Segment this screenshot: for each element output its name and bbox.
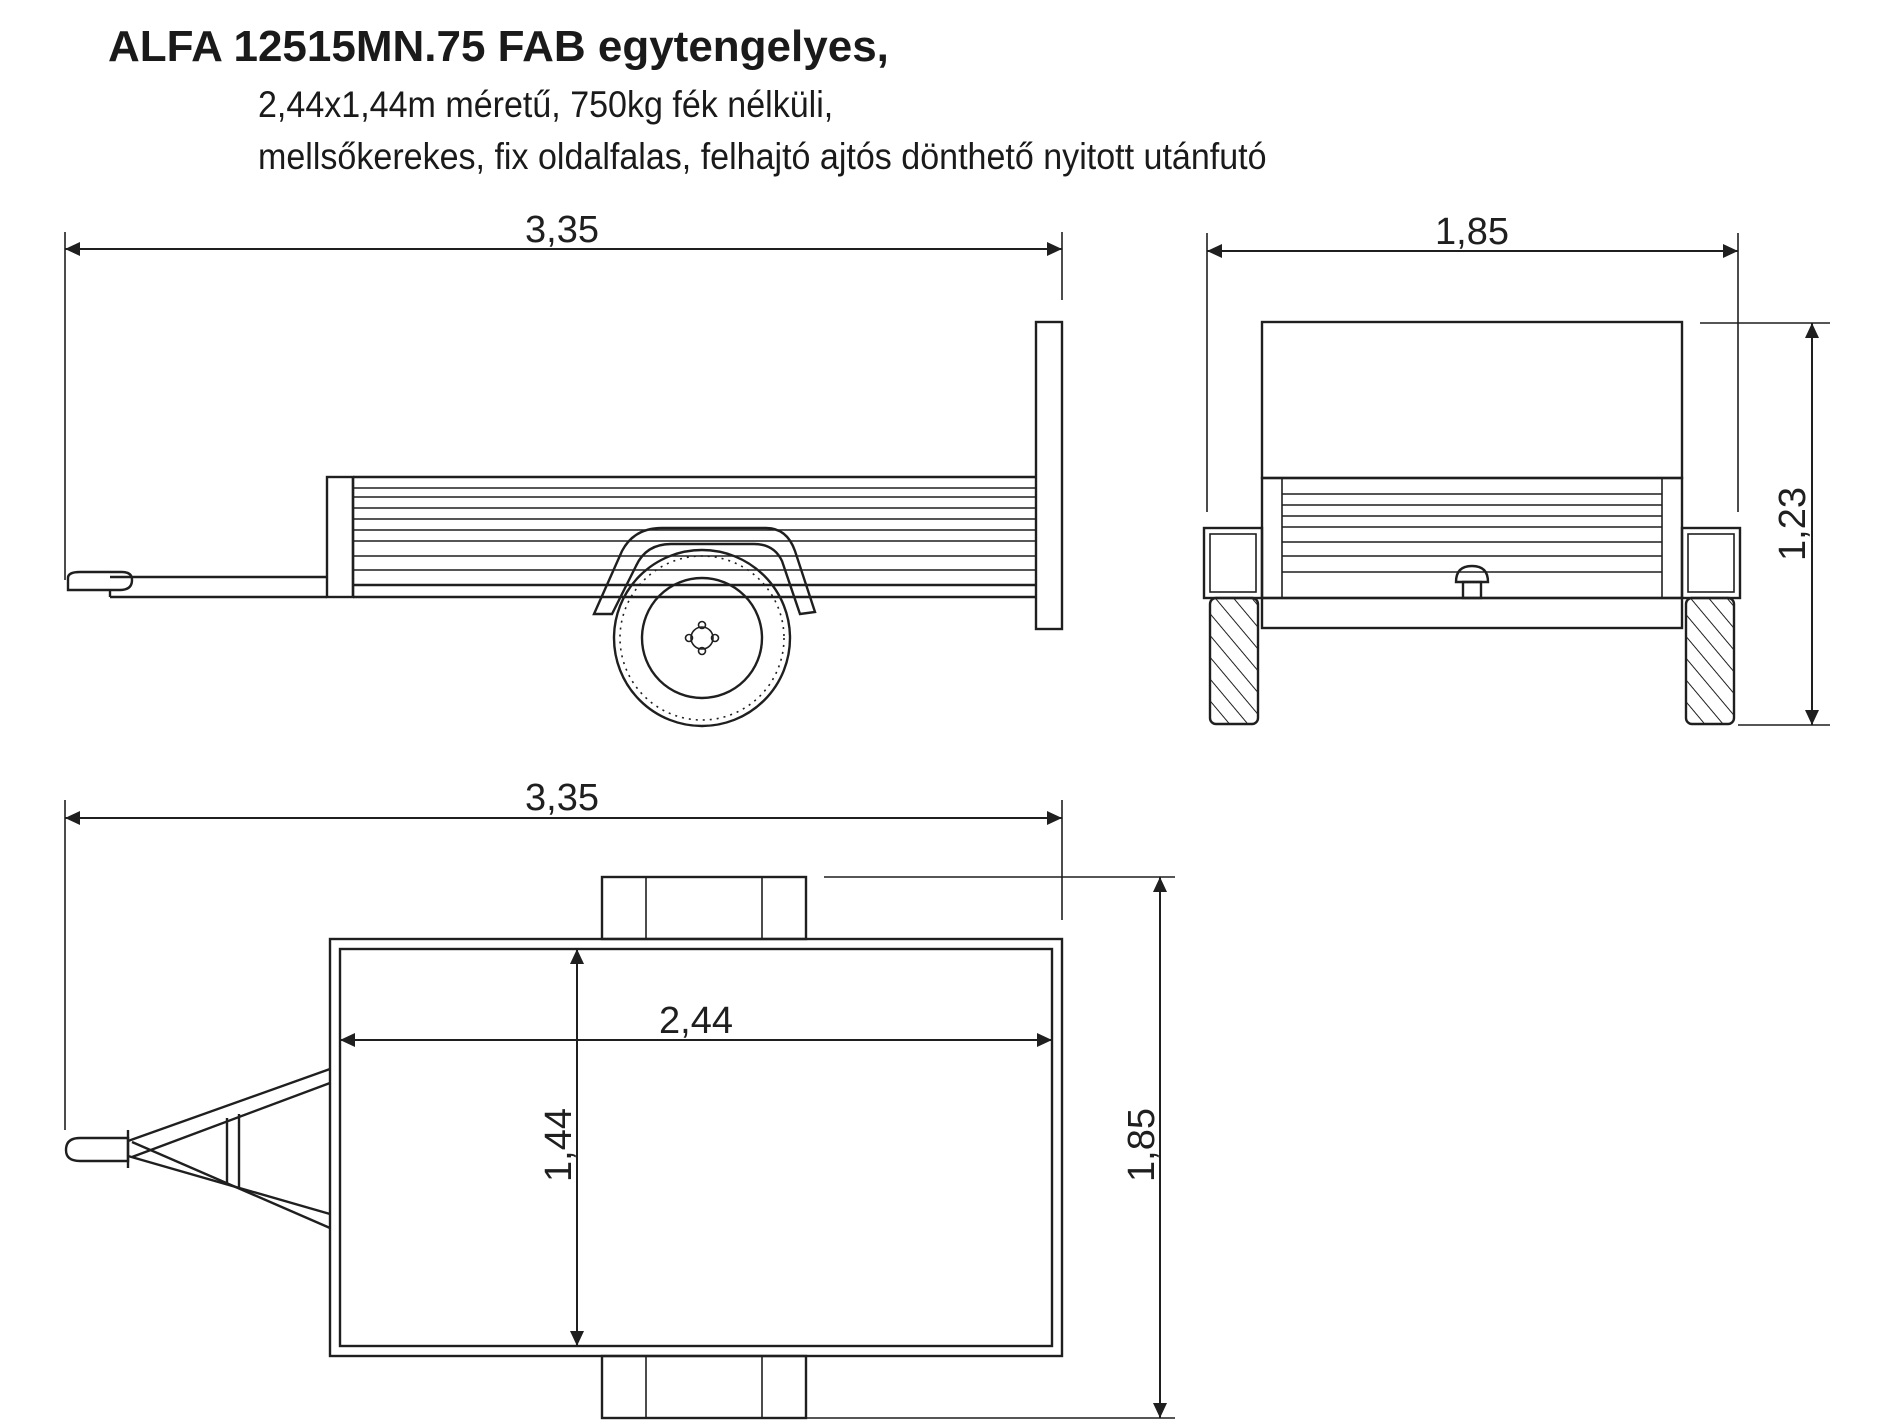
top-lower-wheel	[600, 1354, 808, 1420]
side-length-dimension: 3,35	[64, 209, 1063, 580]
fender	[592, 526, 817, 616]
rear-left-fender	[1202, 526, 1264, 600]
bed-width-label: 1,44	[538, 1108, 580, 1182]
bed-length-dimension: 2,44	[340, 1000, 1052, 1047]
top-body-outer	[328, 937, 1064, 1358]
rear-lamp	[1454, 564, 1490, 584]
side-wall	[351, 475, 1036, 599]
top-coupling	[64, 1130, 130, 1168]
rear-tailgate	[1260, 320, 1684, 480]
drawbar	[108, 575, 327, 599]
top-width-label: 1,85	[1121, 1108, 1163, 1182]
top-width-dimension: 1,85	[806, 876, 1175, 1419]
rear-view: 1,85 1,23	[1202, 211, 1830, 726]
rear-right-fender	[1680, 526, 1742, 600]
tailgate	[1034, 320, 1064, 631]
front-wall	[325, 475, 355, 599]
rear-lamp-base	[1461, 580, 1483, 600]
subtitle-line-2: mellsőkerekes, fix oldalfalas, felhajtó …	[258, 136, 1267, 177]
side-view: 3,35	[64, 209, 1064, 728]
bed-width-dimension: 1,44	[538, 949, 584, 1346]
rear-width-label: 1,85	[1435, 211, 1509, 253]
top-length-label: 3,35	[525, 777, 599, 819]
rear-right-wheel	[1684, 596, 1736, 726]
top-upper-wheel	[600, 875, 808, 941]
rear-height-label: 1,23	[1772, 487, 1814, 561]
drawing-title: ALFA 12515MN.75 FAB egytengelyes,	[108, 22, 889, 71]
side-wheel	[612, 548, 792, 728]
side-length-label: 3,35	[525, 209, 599, 251]
rear-height-dimension: 1,23	[1700, 322, 1830, 726]
top-body-inner	[338, 947, 1054, 1348]
top-view: 3,35 1,85	[64, 777, 1175, 1420]
top-length-dimension: 3,35	[64, 777, 1063, 1130]
subtitle-line-1: 2,44x1,44m méretű, 750kg fék nélküli,	[258, 84, 834, 125]
top-drawbar	[127, 1067, 331, 1230]
rear-width-dimension: 1,85	[1206, 211, 1739, 512]
coupling-head	[66, 570, 134, 592]
bed-length-label: 2,44	[659, 1000, 733, 1042]
rear-body	[1260, 476, 1684, 630]
rear-left-wheel	[1208, 596, 1260, 726]
